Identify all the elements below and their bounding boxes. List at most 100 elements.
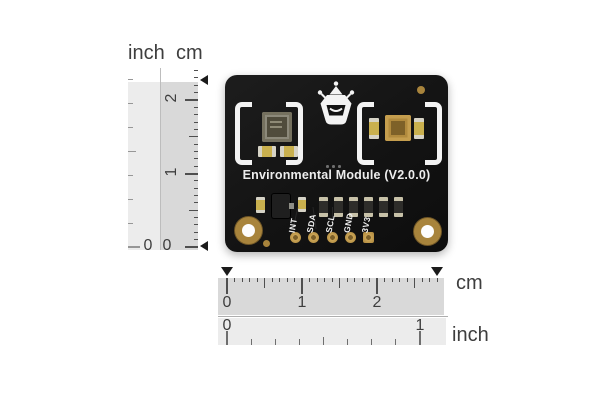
vertical-inch-number-0: 0: [143, 237, 153, 254]
ruler-tick: [249, 278, 250, 282]
ruler-tick: [185, 99, 198, 101]
ruler-tick: [316, 278, 318, 282]
ruler-tick: [286, 278, 288, 282]
ruler-tick: [371, 339, 373, 345]
bottom-inch-band: [218, 318, 446, 345]
resistor: [319, 197, 328, 217]
mounting-hole-bottom-left: [234, 216, 262, 244]
capacitor: [256, 197, 265, 213]
fiducial-dot: [417, 86, 425, 94]
ruler-tick: [376, 278, 378, 294]
pin-label-sda: SDA: [304, 212, 318, 234]
ruler-tick: [399, 278, 400, 282]
vertical-cm-number-1: 1: [163, 167, 180, 177]
pin-gnd: [344, 231, 356, 243]
ruler-tick: [436, 278, 438, 282]
ruler-tick: [256, 278, 258, 282]
resistor: [364, 197, 373, 217]
fiducial-dot: [262, 239, 270, 247]
ruler-tick: [194, 239, 198, 241]
pin-label-int: INT: [286, 217, 300, 234]
dfrobot-logo-icon: [317, 81, 355, 125]
ruler-tick: [128, 174, 133, 176]
vertical-ruler-cm-unit-label: cm: [176, 42, 203, 64]
ruler-tick: [309, 278, 310, 282]
silkscreen-bracket-left-2: [357, 102, 374, 165]
ruler-tick: [194, 231, 198, 233]
pin-label-gnd: GND: [341, 212, 355, 234]
pin-sda: [307, 231, 319, 243]
board-right-marker-icon: [431, 267, 443, 276]
resistor: [379, 197, 388, 217]
capacitor: [258, 146, 276, 157]
sensor-chip-right: [385, 115, 411, 141]
pin-label-scl: SCL: [323, 213, 337, 234]
ruler-tick: [347, 339, 348, 345]
mounting-hole-bottom-right: [413, 217, 441, 245]
ruler-tick: [185, 172, 198, 175]
ruler-tick: [414, 278, 415, 288]
ruler-tick: [194, 195, 198, 197]
ruler-tick: [194, 70, 198, 72]
ruler-tick: [128, 246, 140, 248]
sensor-chip-left: [262, 112, 292, 142]
ruler-tick: [406, 278, 408, 282]
vertical-cm-number-2: 2: [163, 93, 180, 103]
ruler-tick: [194, 77, 198, 79]
ruler-tick: [391, 278, 393, 282]
ruler-tick: [128, 222, 133, 224]
resistor: [394, 197, 403, 217]
capacitor: [369, 118, 379, 139]
ruler-tick: [324, 278, 325, 282]
ruler-tick: [185, 246, 198, 248]
ruler-tick: [194, 158, 198, 160]
ruler-tick: [194, 106, 198, 108]
ruler-tick: [128, 150, 136, 152]
capacitor: [414, 118, 424, 139]
ruler-tick: [194, 180, 198, 182]
pin-label-3v3: 3V3: [359, 215, 373, 234]
ruler-tick: [194, 84, 198, 86]
bottom-ruler-divider: [218, 315, 448, 317]
pin-int: [289, 231, 301, 243]
sensor-chip-right-die: [391, 121, 405, 135]
via: [326, 165, 329, 168]
ruler-tick: [384, 278, 385, 282]
ruler-tick: [194, 187, 198, 189]
chip-marking: [270, 121, 282, 123]
vertical-cm-number-0: 0: [162, 237, 172, 254]
ruler-tick: [128, 127, 133, 128]
silkscreen-bracket-right-2: [425, 102, 442, 165]
ruler-tick: [226, 331, 228, 345]
ruler-tick: [294, 278, 295, 282]
ruler-tick: [369, 278, 370, 282]
inch-number-1: 1: [415, 316, 425, 334]
cm-number-1: 1: [297, 294, 307, 311]
ruler-tick: [194, 114, 198, 116]
ruler-tick: [241, 278, 243, 282]
vertical-inch-band: [128, 82, 161, 250]
ruler-tick: [194, 165, 198, 167]
bottom-cm-band: [218, 278, 444, 315]
ruler-tick: [194, 121, 198, 123]
ruler-tick: [189, 136, 198, 138]
pin-3v3: [362, 231, 374, 243]
vertical-inch-ticks: [128, 65, 161, 250]
ruler-tick: [418, 331, 421, 345]
cm-number-0: 0: [222, 294, 232, 311]
board-bottom-marker-icon: [200, 240, 208, 251]
ruler-tick: [421, 278, 423, 282]
capacitor: [298, 197, 306, 212]
cm-number-2: 2: [372, 294, 382, 311]
pin-header: INT SDA SCL GND 3V3: [225, 75, 448, 252]
ruler-tick: [194, 202, 198, 204]
board-top-marker-icon: [200, 74, 208, 85]
bottom-inch-ticks: [218, 318, 446, 345]
ruler-tick: [298, 339, 300, 345]
pin-scl: [326, 231, 338, 243]
vertical-cm-band: [161, 82, 198, 250]
via: [338, 165, 341, 168]
ruler-tick: [264, 278, 265, 288]
ruler-tick: [274, 339, 276, 345]
